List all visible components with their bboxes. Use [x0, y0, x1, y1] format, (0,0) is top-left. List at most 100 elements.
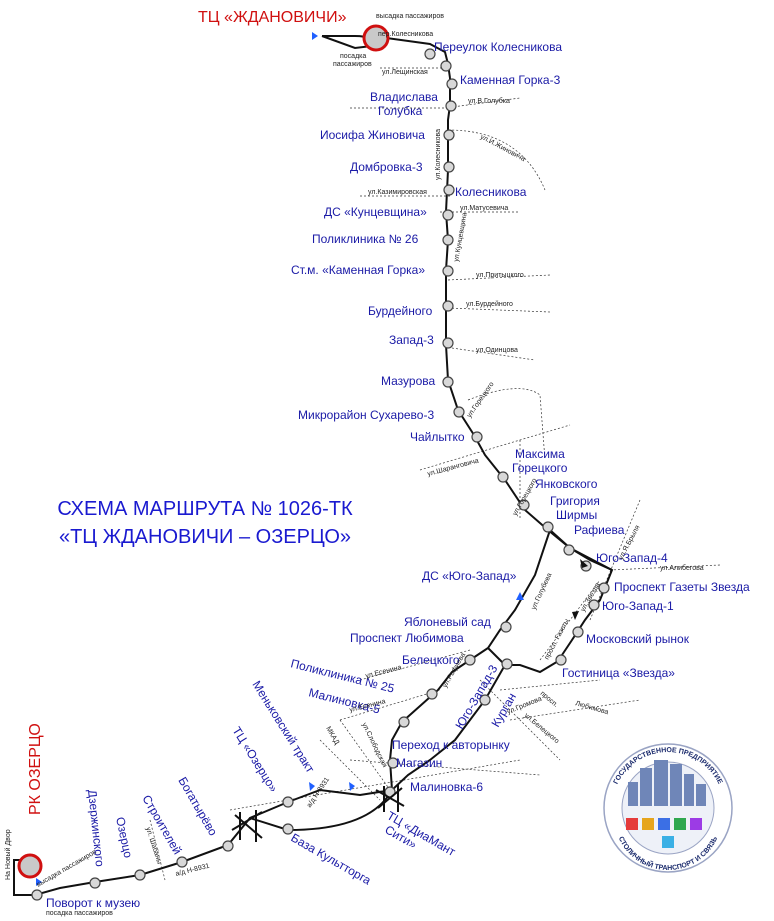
pick-up-note-top-1: посадка	[340, 53, 366, 60]
stop-label: Переулок Колесникова	[434, 40, 562, 54]
stop-label: Строителей	[139, 793, 184, 857]
stop-marker	[446, 78, 458, 90]
stop-marker	[31, 889, 43, 901]
arrow-icon	[312, 32, 318, 40]
arrow-icon	[36, 878, 42, 886]
street-label: ул.Есенина	[365, 664, 403, 680]
stop-marker	[479, 694, 491, 706]
stop-label: Богатырёво	[175, 775, 220, 839]
stop-label: Каменная Горка-3	[460, 73, 561, 87]
stop-label: Иосифа Жиновича	[320, 128, 425, 142]
interchange-icon	[231, 784, 405, 842]
stop-label: Юго-Запад-1	[602, 599, 674, 613]
new-yard-note: На Новый Двор	[4, 829, 12, 880]
pick-up-note-top-2: пассажиров	[333, 61, 372, 68]
stop-marker	[464, 654, 476, 666]
stop-label: Чайлытко	[410, 430, 465, 444]
pick-up-note-bottom: посадка пассажиров	[46, 910, 113, 917]
stop-marker	[518, 499, 530, 511]
street-label: ул.Алибегова	[660, 564, 704, 572]
stop-marker	[440, 60, 452, 72]
stop-marker	[563, 544, 575, 556]
street-label: ул.Колесникова	[435, 129, 442, 180]
stop-label: Домбровка-3	[350, 160, 423, 174]
stop-marker	[471, 431, 483, 443]
drop-off-note-top: высадка пассажиров	[376, 13, 444, 20]
stop-marker	[501, 658, 513, 670]
title-line-2: «ТЦ ЖДАНОВИЧИ – ОЗЕРЦО»	[59, 526, 351, 548]
stop-label: Юго-Запад-4	[596, 551, 668, 565]
direction-arrows	[36, 32, 524, 886]
stop-marker	[282, 823, 294, 835]
stop-label: Яблоневый сад	[404, 615, 491, 629]
street-label: МКАД	[324, 726, 340, 747]
stop-label: Гостиница «Звезда»	[562, 666, 675, 680]
street-label: ул.Притыцкого	[476, 272, 524, 279]
stop-marker	[442, 209, 454, 221]
stop-marker	[134, 869, 146, 881]
stop-label: Московский рынок	[586, 632, 690, 646]
stop-marker	[89, 877, 101, 889]
stop-label: Колесникова	[455, 185, 527, 199]
street-label: ул.Одинцова	[476, 347, 518, 354]
transport-icons	[626, 818, 702, 848]
stop-marker	[598, 582, 610, 594]
stop-marker	[426, 688, 438, 700]
stop-label: Рафиева	[574, 523, 625, 537]
stop-label: Запад-3	[389, 333, 434, 347]
street-label: пер.Колесникова	[378, 31, 433, 38]
stop-marker	[443, 161, 455, 173]
stop-label: Голубка	[378, 104, 423, 118]
stop-marker	[497, 471, 509, 483]
street-label: просп. Газеты	[544, 618, 571, 661]
stop-marker	[442, 234, 454, 246]
stop-marker	[443, 184, 455, 196]
arrow-icon	[572, 611, 579, 620]
stop-marker	[222, 840, 234, 852]
arrow-icon	[349, 782, 355, 791]
stop-marker	[387, 757, 399, 769]
street-label: ул.Шаранговича	[427, 457, 480, 477]
company-logo: ГОСУДАРСТВЕННОЕ ПРЕДПРИЯТИЕ СТОЛИЧНЫЙ ТР…	[603, 743, 733, 873]
stop-marker	[442, 300, 454, 312]
stop-marker	[442, 376, 454, 388]
stop-label: Магазин	[396, 756, 442, 770]
terminal-end-label: РК ОЗЕРЦО	[27, 723, 44, 815]
stop-label: ДС «Юго-Запад»	[422, 569, 517, 583]
terminal-start-label: ТЦ «ЖДАНОВИЧИ»	[198, 9, 347, 26]
stop-label: База Культторга	[289, 830, 374, 887]
stop-label: Проспект Газеты Звезда	[614, 580, 750, 594]
street-label: ул.Лещинская	[382, 69, 428, 76]
stop-marker	[572, 626, 584, 638]
street-label: ул.Бурдейного	[466, 300, 513, 308]
stop-label: Микрорайон Сухарево-3	[298, 408, 434, 422]
stop-label: Григория	[550, 494, 600, 508]
cross-streets	[149, 67, 721, 881]
arrow-icon	[516, 592, 524, 600]
stop-label: Проспект Любимова	[350, 631, 464, 645]
direction-arrows-black	[572, 559, 588, 620]
stop-marker	[424, 48, 436, 60]
street-label: ул.Кунцевщина	[453, 212, 469, 262]
street-label: ул.В.Голубка	[468, 97, 510, 105]
stop-marker	[282, 796, 294, 808]
stop-label: Поликлиника № 26	[312, 232, 419, 246]
street-label: ул.И.Жиновича	[479, 134, 526, 164]
stop-label: Мазурова	[381, 374, 435, 388]
stop-label: Владислава	[370, 90, 438, 104]
stop-marker	[588, 599, 600, 611]
terminal-start	[362, 24, 390, 52]
stop-marker	[542, 521, 554, 533]
stop-marker	[500, 621, 512, 633]
title-line-1: СХЕМА МАРШРУТА № 1026-ТК	[57, 498, 353, 520]
stop-marker	[442, 337, 454, 349]
stop-marker	[443, 129, 455, 141]
buildings-icon	[628, 760, 706, 806]
stop-markers	[31, 48, 610, 901]
stop-marker	[398, 716, 410, 728]
stop-label: Поворот к музею	[46, 896, 140, 910]
stop-label: ДС «Кунцевщина»	[324, 205, 427, 219]
street-label: а/д Н-8931	[306, 776, 331, 809]
